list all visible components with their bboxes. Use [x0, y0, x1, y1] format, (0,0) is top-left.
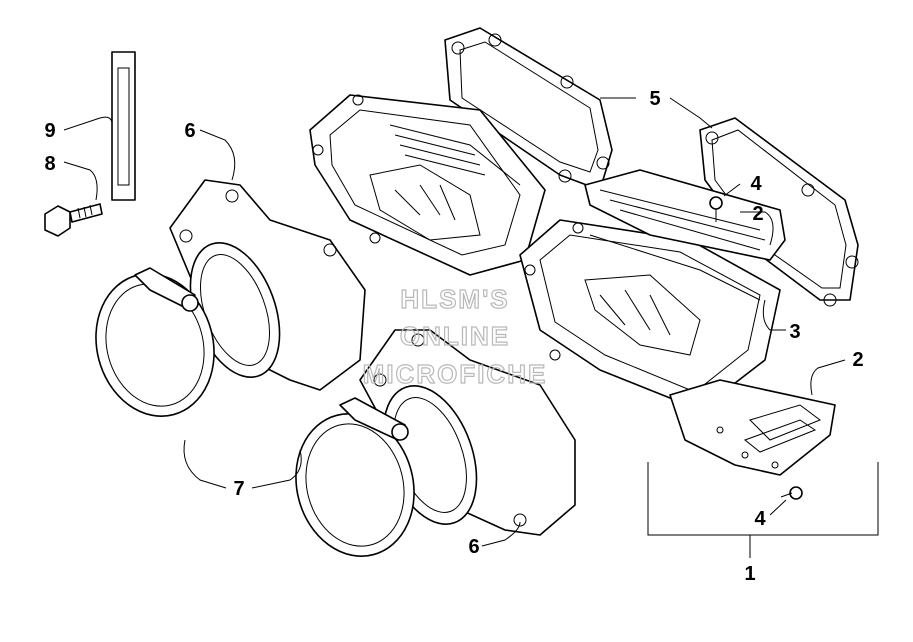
watermark-line-2: ONLINE — [400, 321, 510, 351]
callout-3: 3 — [789, 321, 800, 343]
callout-4-lower: 4 — [754, 508, 766, 530]
callout-6-upper: 6 — [184, 120, 195, 142]
screw-upper — [709, 196, 723, 222]
callout-6-lower: 6 — [468, 536, 479, 558]
callout-5: 5 — [649, 88, 660, 110]
watermark-line-1: HLSM'S — [400, 284, 509, 314]
reed-cage-lower — [519, 219, 781, 411]
callout-2-lower: 2 — [852, 349, 863, 371]
callout-2-upper: 2 — [752, 203, 763, 225]
reed-petal-upper — [584, 169, 786, 261]
reed-cage-upper — [309, 94, 546, 276]
watermark: HLSM'S ONLINE MICROFICHE — [362, 283, 548, 389]
assembly-bracket — [647, 462, 879, 558]
callouts: 1 2 2 3 4 4 5 6 6 7 8 9 — [44, 88, 863, 585]
callout-9: 9 — [44, 120, 55, 142]
callout-1: 1 — [744, 563, 755, 585]
bolt — [44, 203, 103, 237]
leader-lines — [63, 97, 846, 547]
callout-4-upper: 4 — [750, 173, 762, 195]
clamp-upper — [95, 267, 215, 417]
callout-7: 7 — [233, 478, 244, 500]
clamp-lower — [295, 397, 415, 557]
callout-8: 8 — [44, 153, 55, 175]
bracket — [111, 51, 136, 201]
screw-lower — [780, 486, 803, 500]
reed-petal-lower — [669, 379, 836, 476]
watermark-line-3: MICROFICHE — [363, 359, 548, 389]
